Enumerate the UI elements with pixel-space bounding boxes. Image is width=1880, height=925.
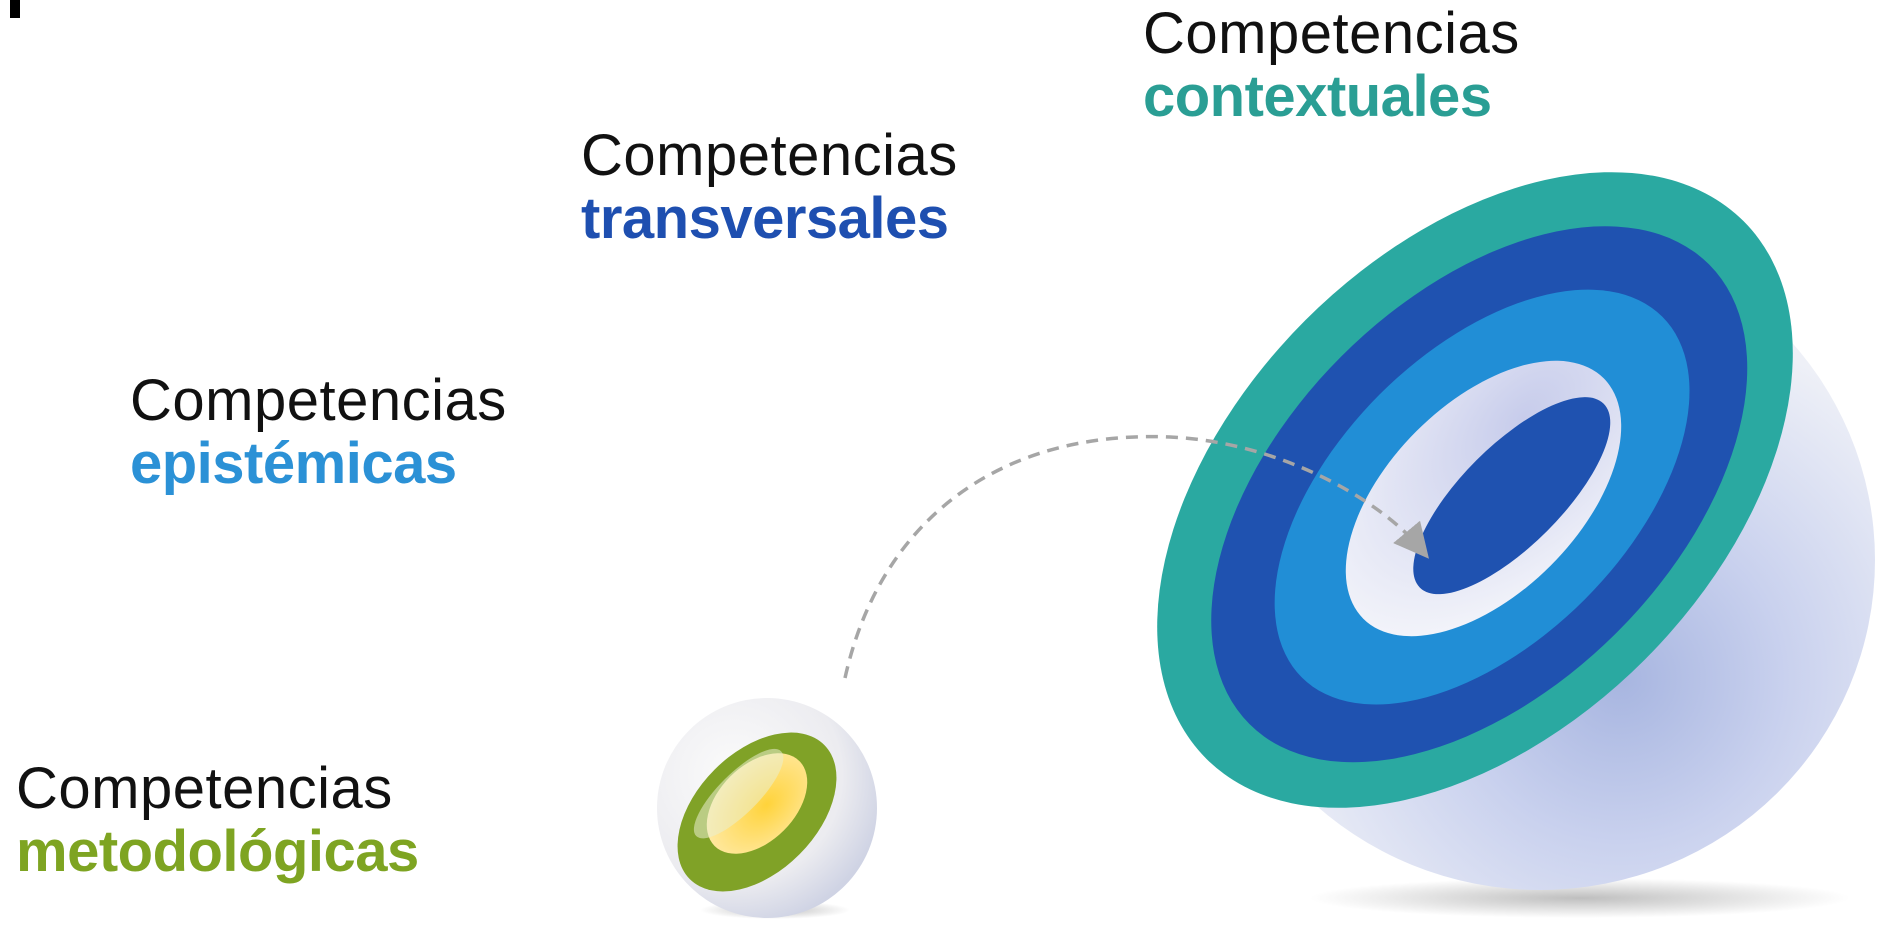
label-epistemicas: Competencias epistémicas xyxy=(130,368,507,496)
corner-mark xyxy=(10,0,20,18)
label-metodologicas-line2: metodológicas xyxy=(16,818,419,884)
label-transversales: Competencias transversales xyxy=(581,123,958,251)
label-transversales-line2: transversales xyxy=(581,185,949,251)
label-transversales-line1: Competencias xyxy=(581,123,958,188)
label-contextuales: Competencias contextuales xyxy=(1143,1,1520,129)
big-sphere xyxy=(1157,172,1875,890)
label-contextuales-line2: contextuales xyxy=(1143,63,1492,129)
label-epistemicas-line2: epistémicas xyxy=(130,430,457,496)
label-contextuales-line1: Competencias xyxy=(1143,1,1520,66)
dashed-arrow xyxy=(843,434,1429,679)
label-metodologicas-line1: Competencias xyxy=(16,756,393,821)
inner-blue xyxy=(1413,397,1611,595)
small-sphere xyxy=(657,698,877,918)
label-epistemicas-line1: Competencias xyxy=(130,368,507,433)
big-sphere-shadow xyxy=(1310,878,1850,918)
label-metodologicas: Competencias metodológicas xyxy=(16,756,419,884)
